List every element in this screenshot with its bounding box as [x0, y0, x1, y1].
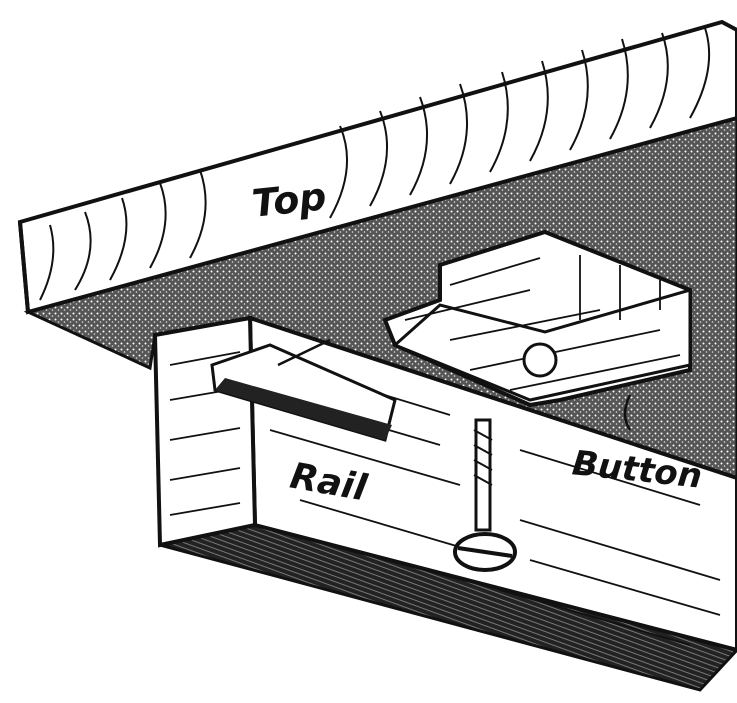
groove-arrow [277, 338, 331, 367]
top-board [17, 19, 737, 315]
label-top: Top [249, 174, 329, 226]
button-arrow [623, 394, 632, 431]
screw [453, 418, 517, 572]
button-block [382, 229, 692, 431]
screw-hole [522, 342, 558, 378]
rail [152, 315, 737, 653]
